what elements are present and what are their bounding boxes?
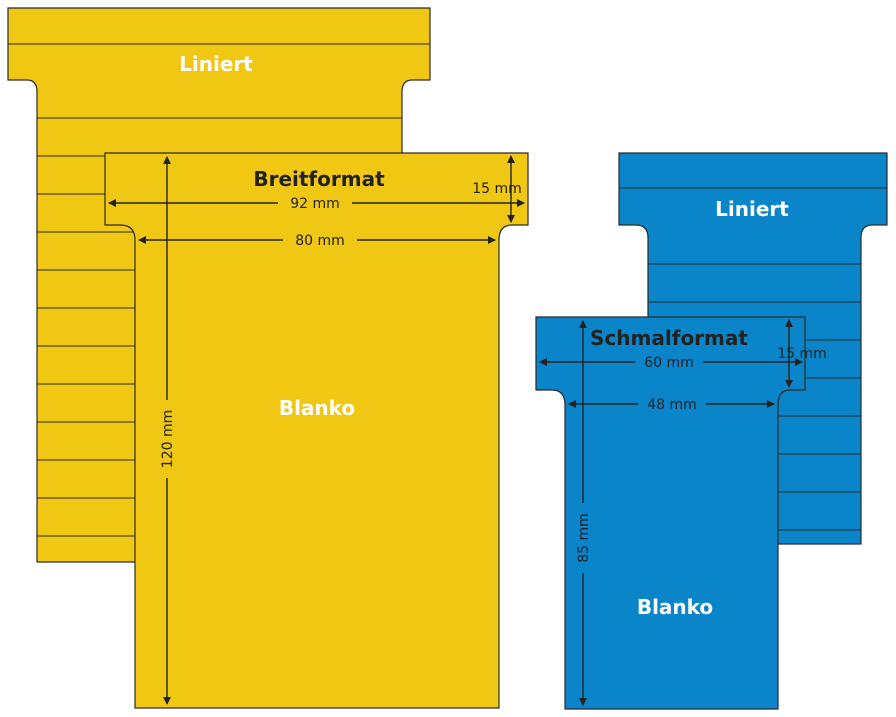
breit-height-label: 120 mm xyxy=(160,410,176,468)
schmal-blanko-shape xyxy=(535,316,806,710)
breit-title: Breitformat xyxy=(253,167,385,191)
breit-liniert-label: Liniert xyxy=(179,52,253,76)
schmal-liniert-label: Liniert xyxy=(715,197,789,221)
schmal-tab-height-label: 15 mm xyxy=(777,346,827,362)
breit-tab-width-label: 92 mm xyxy=(290,196,340,212)
breit-tab-height-label: 15 mm xyxy=(472,181,522,197)
schmal-title: Schmalformat xyxy=(590,326,748,350)
breit-blanko-label: Blanko xyxy=(279,396,355,420)
breit-body-width-label: 80 mm xyxy=(295,233,345,249)
schmal-body-width-label: 48 mm xyxy=(647,397,697,413)
schmal-height-label: 85 mm xyxy=(576,513,592,563)
schmal-blanko-card: Schmalformat 15 mm 60 mm 48 mm 85 mm Bla… xyxy=(535,316,827,710)
breit-blanko-card: Breitformat 15 mm 92 mm 80 mm 120 mm Bla… xyxy=(104,152,529,709)
schmal-blanko-label: Blanko xyxy=(637,595,713,619)
schmal-tab-width-label: 60 mm xyxy=(644,355,694,371)
breit-blanko-shape xyxy=(104,152,529,709)
